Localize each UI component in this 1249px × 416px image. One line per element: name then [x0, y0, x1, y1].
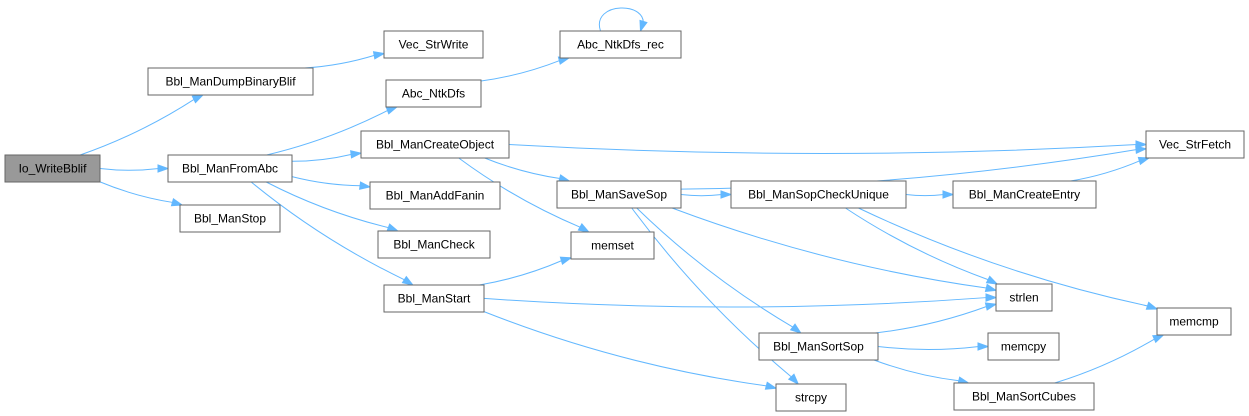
node-label: strlen — [1009, 291, 1038, 305]
node-label: Bbl_ManSopCheckUnique — [748, 188, 889, 202]
edge-bbl_mancreateobject-to-memset — [458, 157, 591, 233]
node-label: Bbl_ManFromAbc — [182, 162, 278, 176]
node-memcpy[interactable]: memcpy — [987, 332, 1060, 361]
node-box — [952, 180, 1097, 209]
node-box — [570, 231, 655, 260]
node-label: Bbl_ManSortSop — [773, 340, 864, 354]
node-box — [383, 284, 485, 313]
node-label: Bbl_ManStop — [194, 212, 266, 226]
node-bbl_mancreateentry[interactable]: Bbl_ManCreateEntry — [952, 180, 1097, 209]
node-memcmp[interactable]: memcmp — [1156, 307, 1232, 336]
node-label: Bbl_ManCreateEntry — [969, 188, 1080, 202]
node-bbl_mansortsop[interactable]: Bbl_ManSortSop — [758, 332, 879, 361]
edge-bbl_manfromabc-to-bbl_mancreateobject — [291, 150, 363, 162]
node-bbl_manaddfanin[interactable]: Bbl_ManAddFanin — [369, 181, 501, 210]
node-box — [995, 283, 1053, 312]
node-label: Vec_StrWrite — [399, 38, 469, 52]
node-box — [385, 79, 482, 108]
edge-bbl_mansopcheckunique-to-bbl_mancreateentry — [905, 190, 955, 199]
edge-bbl_mancreateobject-to-bbl_mansavesop — [484, 157, 571, 183]
node-abc_ntkdfs[interactable]: Abc_NtkDfs — [385, 79, 482, 108]
edge-io_writebblif-to-bbl_manstop — [99, 181, 184, 207]
node-box — [556, 180, 682, 209]
node-vec_strfetch[interactable]: Vec_StrFetch — [1145, 130, 1245, 159]
node-io_writebblif[interactable]: Io_WriteBblif — [4, 154, 101, 183]
node-bbl_mancheck[interactable]: Bbl_ManCheck — [377, 230, 491, 259]
node-memset[interactable]: memset — [570, 231, 655, 260]
node-bbl_mansopcheckunique[interactable]: Bbl_ManSopCheckUnique — [730, 180, 907, 209]
node-label: Bbl_ManCreateObject — [376, 138, 495, 152]
node-label: memset — [591, 239, 634, 253]
edge-abc_ntkdfs_rec-to-abc_ntkdfs_rec — [598, 7, 648, 33]
node-box — [559, 30, 682, 59]
node-label: Vec_StrFetch — [1159, 138, 1231, 152]
node-box — [953, 382, 1095, 411]
edge-io_writebblif-to-bbl_manfromabc — [99, 164, 170, 173]
node-label: memcpy — [1001, 340, 1046, 354]
node-label: Io_WriteBblif — [19, 162, 87, 176]
edge-bbl_mansavesop-to-bbl_mansopcheckunique — [680, 190, 733, 199]
node-label: Bbl_ManSaveSop — [571, 188, 667, 202]
edge-bbl_mansopcheckunique-to-strlen — [845, 207, 999, 285]
edge-bbl_mandumpbinaryblif-to-vec_strwrite — [304, 51, 386, 69]
node-label: memcmp — [1169, 315, 1219, 329]
node-box — [4, 154, 101, 183]
edge-bbl_mansortsop-to-bbl_mansortcubes — [873, 359, 970, 385]
edge-bbl_mansavesop-to-strlen — [671, 207, 998, 292]
node-box — [179, 204, 281, 233]
edge-bbl_mansortcubes-to-memcmp — [1054, 334, 1165, 384]
node-label: Abc_NtkDfs_rec — [577, 38, 664, 52]
node-label: strcpy — [795, 391, 827, 405]
node-box — [775, 383, 847, 412]
edge-bbl_mansopcheckunique-to-memcmp — [858, 207, 1159, 310]
node-abc_ntkdfs_rec[interactable]: Abc_NtkDfs_rec — [559, 30, 682, 59]
edge-bbl_manfromabc-to-bbl_manstart — [250, 181, 415, 286]
node-box — [1145, 130, 1245, 159]
edge-bbl_mancreateobject-to-vec_strfetch — [508, 140, 1148, 154]
node-box — [383, 30, 484, 59]
edge-bbl_manstart-to-memset — [479, 256, 573, 286]
node-bbl_mancreateobject[interactable]: Bbl_ManCreateObject — [360, 130, 510, 159]
function-nodes: Io_WriteBblif Bbl_ManDumpBinaryBlifBbl_Ma… — [4, 30, 1245, 412]
node-box — [1156, 307, 1232, 336]
node-bbl_mansavesop[interactable]: Bbl_ManSaveSop — [556, 180, 682, 209]
node-box — [369, 181, 501, 210]
node-box — [360, 130, 510, 159]
node-box — [167, 154, 293, 183]
node-strcpy[interactable]: strcpy — [775, 383, 847, 412]
node-label: Bbl_ManAddFanin — [386, 189, 485, 203]
node-bbl_mandumpbinaryblif[interactable]: Bbl_ManDumpBinaryBlif — [147, 67, 314, 96]
edge-bbl_mansortsop-to-memcpy — [877, 342, 990, 351]
node-box — [758, 332, 879, 361]
node-strlen[interactable]: strlen — [995, 283, 1053, 312]
edge-abc_ntkdfs-to-abc_ntkdfs_rec — [480, 56, 571, 82]
edge-bbl_manstart-to-strcpy — [483, 311, 778, 390]
edge-io_writebblif-to-bbl_mandumpbinaryblif — [79, 94, 205, 156]
node-label: Bbl_ManStart — [398, 292, 471, 306]
node-label: Bbl_ManCheck — [393, 238, 475, 252]
node-box — [377, 230, 491, 259]
node-label: Abc_NtkDfs — [402, 87, 465, 101]
node-box — [147, 67, 314, 96]
node-bbl_mansortcubes[interactable]: Bbl_ManSortCubes — [953, 382, 1095, 411]
edge-bbl_mansavesop-to-bbl_mansortsop — [636, 207, 802, 334]
edge-bbl_manstart-to-strlen — [483, 293, 998, 308]
node-label: Bbl_ManDumpBinaryBlif — [165, 75, 296, 89]
node-bbl_manstart[interactable]: Bbl_ManStart — [383, 284, 485, 313]
edge-bbl_manfromabc-to-bbl_manaddfanin — [291, 176, 372, 190]
node-bbl_manstop[interactable]: Bbl_ManStop — [179, 204, 281, 233]
edge-bbl_mansortsop-to-strlen — [875, 302, 998, 334]
node-label: Bbl_ManSortCubes — [972, 390, 1076, 404]
edge-bbl_mancreateentry-to-vec_strfetch — [1070, 156, 1151, 182]
node-box — [987, 332, 1060, 361]
node-box — [730, 180, 907, 209]
node-vec_strwrite[interactable]: Vec_StrWrite — [383, 30, 484, 59]
node-bbl_manfromabc[interactable]: Bbl_ManFromAbc — [167, 154, 293, 183]
